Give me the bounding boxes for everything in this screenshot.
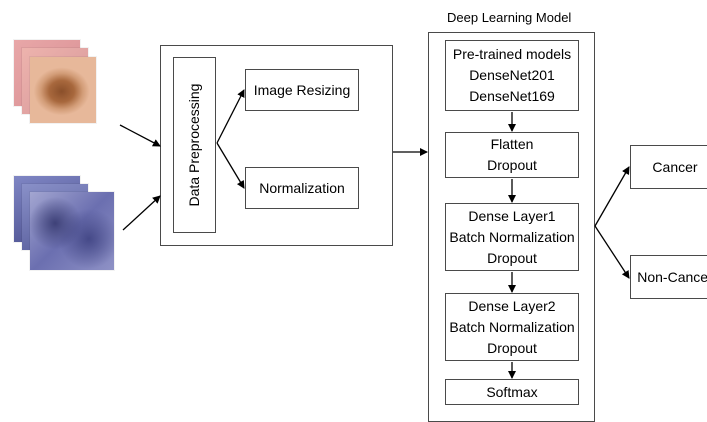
normalization-label: Normalization xyxy=(259,179,345,196)
dense-layer2-label: Dense Layer2 xyxy=(468,297,556,314)
arrow-to-non-cancer xyxy=(594,225,630,279)
arrow-skin-to-preprocessing xyxy=(119,124,161,147)
dense-layer1-box: Dense Layer1 Batch Normalization Dropout xyxy=(445,203,579,271)
model-title: Deep Learning Model xyxy=(447,10,572,25)
pretrained-models-box: Pre-trained models DenseNet201 DenseNet1… xyxy=(445,40,579,111)
data-preprocessing-box xyxy=(173,57,216,233)
non-cancer-box: Non-Cancer xyxy=(630,255,707,299)
image-resizing-label: Image Resizing xyxy=(253,81,351,98)
densenet169-label: DenseNet169 xyxy=(469,88,555,104)
dense-layer1-label: Dense Layer1 xyxy=(468,207,556,224)
flatten-label: Flatten xyxy=(490,136,534,152)
softmax-label: Softmax xyxy=(486,383,538,400)
cancer-box: Cancer xyxy=(630,145,707,189)
softmax-box: Softmax xyxy=(445,379,579,405)
histology-image xyxy=(30,192,114,270)
arrow-histology-to-preprocessing xyxy=(122,195,161,231)
pretrained-models-label: Pre-trained models xyxy=(452,46,572,62)
dense-layer2-box: Dense Layer2 Batch Normalization Dropout xyxy=(445,293,579,361)
arrow-to-cancer xyxy=(594,166,630,227)
image-resizing-box: Image Resizing xyxy=(245,69,359,111)
arrow-to-image-resizing xyxy=(216,89,245,144)
cancer-label: Cancer xyxy=(652,158,698,175)
skin-lesion-image xyxy=(30,57,96,123)
normalization-box: Normalization xyxy=(245,167,359,209)
densenet201-label: DenseNet201 xyxy=(469,67,555,83)
non-cancer-label: Non-Cancer xyxy=(637,268,707,285)
batch-normalization-label-1: Batch Normalization xyxy=(449,228,575,245)
dropout-label-2: Dropout xyxy=(487,249,537,266)
dropout-label-3: Dropout xyxy=(487,339,537,356)
batch-normalization-label-2: Batch Normalization xyxy=(449,318,575,335)
flatten-dropout-box: Flatten Dropout xyxy=(445,132,579,178)
dropout-label-1: Dropout xyxy=(487,157,537,173)
arrow-to-normalization xyxy=(216,142,245,189)
connector-arrows xyxy=(119,89,630,379)
